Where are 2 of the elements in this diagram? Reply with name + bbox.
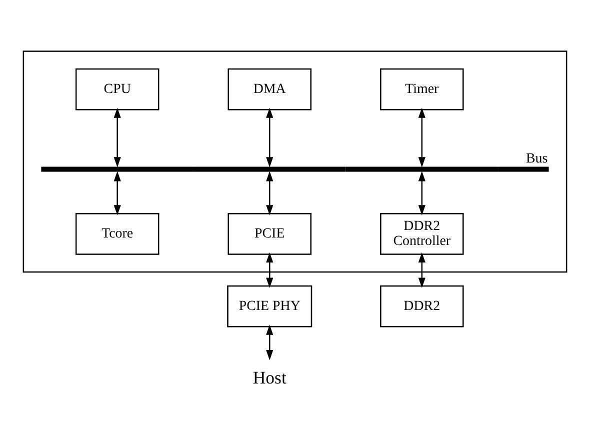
node-label: Bus — [526, 152, 548, 167]
node-text: Host — [252, 367, 286, 388]
